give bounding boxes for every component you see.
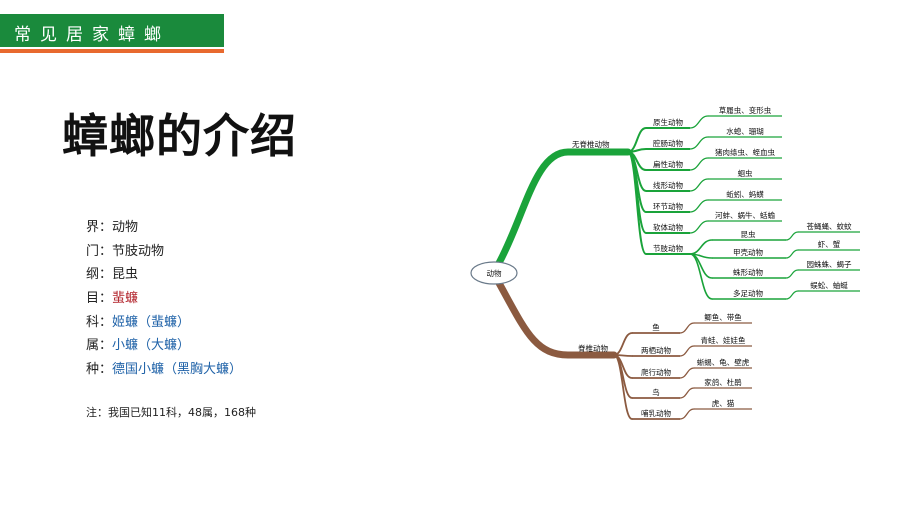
invertebrate-node-label: 节肢动物	[653, 243, 683, 253]
invertebrate-node-label: 软体动物	[653, 222, 683, 232]
arthropod-node-label: 甲壳动物	[733, 247, 763, 257]
taxonomy-row-phylum: 门：节肢动物	[86, 240, 242, 264]
taxonomy-row-genus: 属：小蠊（大蠊）	[86, 334, 242, 358]
vertebrate-node-label: 哺乳动物	[641, 408, 671, 418]
vertebrate-leaf-link	[679, 408, 695, 420]
taxonomy-label: 目：	[86, 291, 113, 307]
header-accent-line	[0, 49, 224, 53]
vertebrate-node-label: 鱼	[652, 322, 660, 332]
arthropod-leaf-label: 蜈蚣、蚰蜒	[810, 280, 848, 290]
invertebrate-branch-label: 无脊椎动物	[572, 139, 610, 149]
arthropod-leaf-label: 园蛛蛛、蝎子	[807, 259, 852, 269]
invertebrate-link	[627, 151, 647, 255]
taxonomy-value: 昆虫	[112, 267, 139, 283]
invertebrate-node-label: 环节动物	[653, 201, 683, 211]
taxonomy-note: 注：我国已知11科，48属，168种	[86, 406, 256, 419]
invertebrate-node-label: 腔肠动物	[653, 138, 683, 148]
taxonomy-row-species: 种：德国小蠊（黑胸大蠊）	[86, 358, 242, 382]
invertebrate-leaf-link	[689, 199, 709, 213]
taxonomy-list: 界：动物 门：节肢动物 纲：昆虫 目：蜚蠊 科：姬蠊（蜚蠊） 属：小蠊（大蠊） …	[86, 216, 242, 382]
taxonomy-value: 德国小蠊（黑胸大蠊）	[112, 362, 243, 378]
root-node	[470, 261, 518, 285]
arthropod-leaf-link	[785, 269, 799, 279]
vertebrate-node-label: 两栖动物	[641, 345, 671, 355]
taxonomy-row-order: 目：蜚蠊	[86, 287, 242, 311]
arthropod-leaf-link	[785, 249, 799, 259]
vertebrate-leaf-link	[679, 387, 695, 399]
arthropod-leaf-link	[785, 290, 799, 300]
taxonomy-row-kingdom: 界：动物	[86, 216, 242, 240]
page-title: 蟑螂的介绍	[62, 109, 297, 163]
invertebrate-leaf-label: 河蚌、蜗牛、蛞蝓	[715, 210, 775, 220]
invertebrate-leaf-label: 草履虫、变形虫	[719, 105, 772, 115]
header-banner: 常见居家蟑螂	[0, 14, 224, 47]
vertebrate-node-label: 鸟	[652, 387, 660, 397]
invertebrate-node-label: 线形动物	[653, 180, 683, 190]
invertebrate-leaf-link	[689, 136, 709, 150]
arthropod-node-label: 昆虫	[741, 229, 756, 239]
taxonomy-value: 姬蠊（蜚蠊）	[112, 314, 191, 330]
vertebrate-leaf-label: 家鸽、杜鹃	[704, 377, 742, 387]
arthropod-leaf-label: 虾、蟹	[818, 239, 841, 249]
taxonomy-label: 种：	[86, 362, 113, 378]
vertebrate-leaf-label: 鲫鱼、带鱼	[704, 312, 742, 322]
arthropod-leaf-link	[785, 231, 799, 241]
banner-text: 常见居家蟑螂	[14, 25, 170, 45]
taxonomy-label: 纲：	[86, 267, 113, 283]
vertebrate-link	[613, 354, 633, 420]
vertebrate-leaf-label: 青蛙、娃娃鱼	[701, 335, 746, 345]
taxonomy-value: 动物	[112, 220, 139, 235]
taxonomy-row-class: 纲：昆虫	[86, 263, 242, 287]
taxonomy-label: 门：	[86, 243, 113, 259]
invertebrate-node-label: 原生动物	[653, 117, 683, 127]
vertebrate-branch-label: 脊椎动物	[578, 343, 608, 353]
invertebrate-branch-line	[495, 148, 632, 267]
taxonomy-row-family: 科：姬蠊（蜚蠊）	[86, 311, 242, 335]
invertebrate-node-label: 扁性动物	[653, 159, 683, 169]
arthropod-node-label: 蛛形动物	[733, 267, 763, 277]
taxonomy-label: 属：	[86, 338, 113, 354]
arthropod-link	[689, 239, 713, 255]
invertebrate-leaf-link	[689, 157, 709, 171]
taxonomy-label: 科：	[86, 314, 113, 330]
invertebrate-leaf-link	[689, 220, 709, 234]
vertebrate-leaf-label: 蜥蜴、龟、壁虎	[697, 357, 750, 367]
vertebrate-leaf-label: 虎、猫	[712, 398, 735, 408]
root-node-label: 动物	[487, 268, 502, 278]
vertebrate-leaf-link	[679, 345, 695, 357]
vertebrate-leaf-link	[679, 367, 695, 379]
taxonomy-label: 界：	[86, 220, 113, 235]
invertebrate-leaf-label: 蚯蚓、蚂蟥	[726, 189, 764, 199]
invertebrate-leaf-link	[689, 115, 709, 129]
taxonomy-value: 蜚蠊	[112, 291, 139, 307]
arthropod-node-label: 多足动物	[733, 288, 763, 298]
taxonomy-value: 小蠊（大蠊）	[112, 338, 191, 354]
arthropod-link	[689, 253, 713, 300]
invertebrate-leaf-label: 水螅、珊瑚	[726, 126, 764, 136]
taxonomy-value: 节肢动物	[112, 243, 165, 259]
invertebrate-leaf-label: 猪肉绦虫、蛭血虫	[715, 147, 775, 157]
vertebrate-node-label: 爬行动物	[641, 367, 671, 377]
invertebrate-leaf-label: 蛔虫	[738, 168, 753, 178]
vertebrate-leaf-link	[679, 322, 695, 334]
arthropod-leaf-label: 苍蝇蝇、蚊蚊	[807, 221, 852, 231]
vertebrate-branch-line	[495, 279, 618, 359]
vertebrate-link	[613, 332, 633, 356]
invertebrate-leaf-link	[689, 178, 709, 192]
